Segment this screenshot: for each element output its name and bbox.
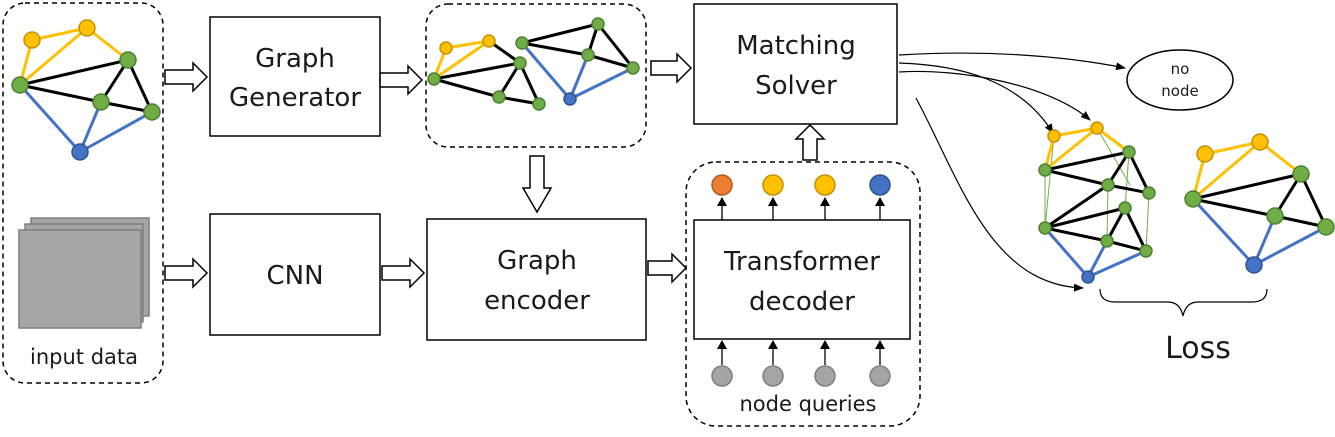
query-node	[814, 365, 836, 387]
output-node-blue	[869, 174, 891, 196]
matching-solver-label: Matching	[736, 31, 856, 61]
graph-node-yellow	[23, 31, 41, 49]
query-arrows	[717, 340, 885, 365]
matched-graph-bottom	[1043, 183, 1148, 279]
graph-node-green	[1317, 218, 1335, 236]
graph-node-green	[92, 93, 110, 111]
transformer-decoder-label: Transformer	[723, 247, 880, 277]
graph-node-green	[11, 76, 29, 94]
graph-generator-label: Generator	[229, 83, 361, 113]
ground-truth-graph-nodes	[1184, 133, 1335, 274]
graph-node-blue	[1081, 270, 1095, 284]
matched-graph-top	[1043, 126, 1151, 195]
graph-node-blue	[563, 92, 577, 106]
graph-node-yellow	[482, 34, 496, 48]
block-arrow	[164, 257, 209, 289]
query-node	[869, 365, 891, 387]
graph-encoder-label: encoder	[484, 286, 590, 316]
ground-truth-graph	[1191, 140, 1328, 267]
graph-node-yellow	[439, 41, 453, 55]
node-queries-label: node queries	[740, 392, 877, 416]
generated-graph-2-nodes	[515, 17, 640, 106]
query-node	[711, 365, 733, 387]
graph-node-green	[427, 72, 441, 86]
generated-graph-2	[520, 22, 635, 101]
graph-node-green	[1118, 201, 1132, 215]
matching-correspondence-lines	[1044, 127, 1150, 252]
no-node-label: no	[1171, 60, 1190, 78]
output-node-orange	[711, 174, 733, 196]
graph-node-yellow	[1090, 121, 1104, 135]
graph-node-green	[513, 56, 527, 70]
graph-node-green	[1038, 221, 1052, 235]
graph-encoder-label: Graph	[497, 246, 577, 276]
output-arrows	[717, 197, 885, 220]
graph-node-green	[143, 103, 161, 121]
transformer-decoder-box	[693, 219, 911, 340]
no-node-ellipse	[1126, 49, 1234, 111]
graph-node-green	[581, 48, 595, 62]
graph-node-green	[1142, 186, 1156, 200]
matched-graph-nodes	[1038, 121, 1156, 284]
transformer-decoder-label: decoder	[749, 287, 855, 317]
graph-node-green	[626, 61, 640, 75]
graph-node-blue	[1245, 256, 1263, 274]
graph-node-green	[1038, 163, 1052, 177]
output-node-yellow	[814, 174, 836, 196]
graph-node-green	[492, 90, 506, 104]
input-data-label: input data	[30, 345, 138, 369]
graph-node-green	[532, 97, 546, 111]
graph-node-yellow	[1196, 145, 1214, 163]
matching-solver-box	[693, 3, 898, 125]
query-nodes	[711, 365, 891, 387]
block-arrow	[164, 61, 209, 93]
graph-node-green	[1266, 207, 1284, 225]
block-arrow	[379, 64, 424, 96]
input-image-stack	[18, 217, 150, 329]
graph-node-yellow	[1047, 129, 1061, 143]
block-arrow	[647, 252, 688, 284]
generated-graphs-container	[425, 3, 647, 148]
cnn-box	[209, 213, 381, 336]
graph-node-green	[515, 36, 529, 50]
graph-node-green	[591, 17, 605, 31]
cnn-label: CNN	[266, 261, 323, 291]
block-arrow	[650, 52, 693, 84]
query-node	[762, 365, 784, 387]
graph-node-blue	[71, 143, 89, 161]
block-arrow	[381, 257, 426, 289]
graph-generator-label: Graph	[255, 44, 335, 74]
input-graph	[18, 26, 154, 154]
output-nodes	[711, 174, 891, 196]
matching-arrows	[898, 52, 1126, 292]
loss-brace	[1099, 288, 1268, 317]
graph-node-green	[1101, 178, 1115, 192]
output-node-yellow	[762, 174, 784, 196]
matching-solver-label: Solver	[755, 71, 837, 101]
input-graph-nodes	[11, 19, 161, 161]
transformer-container	[685, 161, 921, 427]
graph-generator-box	[209, 16, 381, 137]
no-node-label: node	[1161, 82, 1198, 100]
graph-node-green	[119, 51, 137, 69]
graph-node-green	[1184, 190, 1202, 208]
loss-label: Loss	[1165, 331, 1231, 366]
input-container	[2, 2, 164, 384]
graph-node-green	[1139, 244, 1153, 258]
graph-node-yellow	[78, 19, 96, 37]
graph-encoder-box	[426, 218, 647, 341]
generated-graph-1-nodes	[427, 34, 546, 111]
graph-node-green	[1100, 234, 1114, 248]
graph-node-yellow	[1251, 133, 1269, 151]
graph-node-green	[1292, 165, 1310, 183]
block-arrow-up	[794, 123, 826, 161]
graph-node-green	[1122, 145, 1136, 159]
block-arrow-down	[521, 155, 553, 214]
